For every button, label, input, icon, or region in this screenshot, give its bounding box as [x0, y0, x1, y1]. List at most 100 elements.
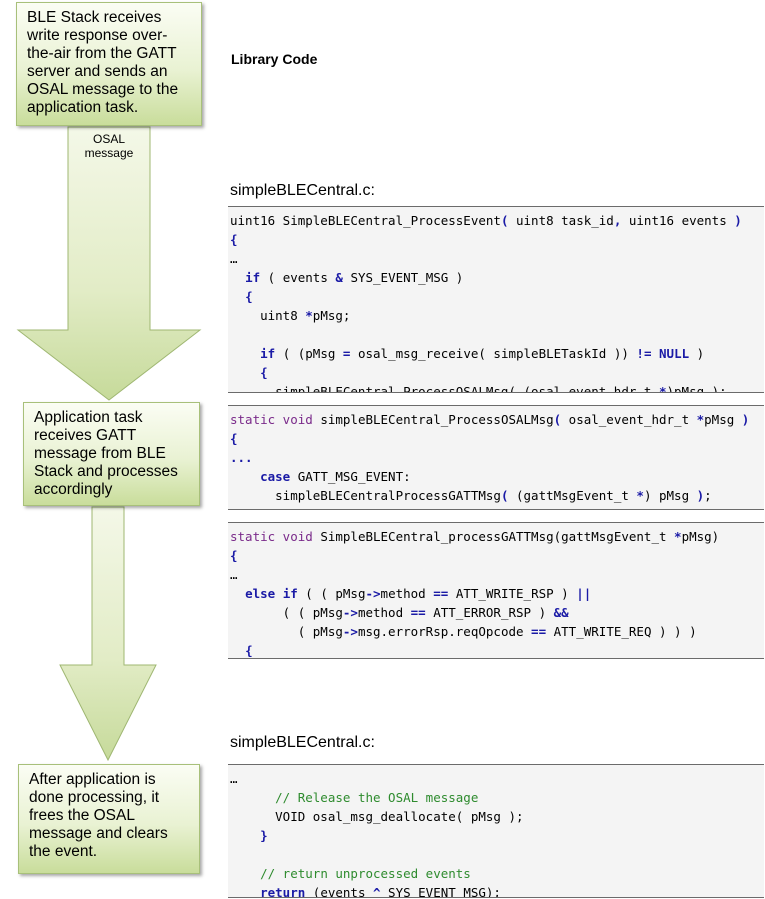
box-line: After application is [29, 771, 156, 788]
code-line: return (events ^ SYS_EVENT_MSG); [230, 883, 764, 898]
code-token: VOID osal_msg_deallocate( pMsg ); [230, 809, 524, 824]
code-line: // return unprocessed events [230, 864, 764, 883]
code-line: uint8 *pMsg; [230, 306, 764, 325]
code-token: * [636, 488, 644, 503]
code-token: static void [230, 529, 313, 544]
code-token [230, 885, 260, 897]
code-token: else if [245, 586, 298, 601]
code-token: osal_event_hdr_t [561, 412, 697, 427]
code-token: { [230, 548, 238, 563]
code-token [230, 586, 245, 601]
code-line: { [230, 230, 764, 249]
box-line: receives GATT [34, 427, 137, 444]
code-token: (gattMsgEvent_t [508, 488, 637, 503]
code-token: msg.errorRsp.reqOpcode [357, 624, 532, 639]
code-token: ( ( pMsg [297, 586, 366, 601]
library-code-heading: Library Code [231, 51, 318, 67]
code-token: ( [500, 213, 509, 228]
code-token: ) [741, 412, 750, 427]
box-line: the event. [29, 843, 98, 860]
code-block-process-event: uint16 SimpleBLECentral_ProcessEvent( ui… [228, 206, 764, 393]
box-line: frees the OSAL [29, 807, 135, 824]
code-line: … [230, 249, 764, 268]
code-line: { [230, 641, 764, 658]
code-token: … [230, 771, 238, 786]
code-token: … [230, 507, 283, 509]
code-token: { [230, 232, 238, 247]
code-token: SYS_EVENT_MSG ) [342, 270, 464, 285]
code-line: } [230, 826, 764, 845]
code-token: -> [342, 624, 358, 639]
code-token [230, 289, 245, 304]
code-token: ( [500, 488, 509, 503]
arrow-1 [16, 126, 202, 401]
code-token: ( events [260, 270, 336, 285]
code-token: simpleBLECentralProcessGATTMsg [230, 488, 501, 503]
box-line: accordingly [34, 481, 113, 498]
box-line: server and sends an [27, 63, 168, 80]
code-token: method [380, 586, 434, 601]
code-token: * [305, 308, 313, 323]
code-block-deallocate: … // Release the OSAL message VOID osal_… [228, 764, 764, 898]
code-token: )pMsg ); [666, 384, 727, 393]
code-token: GATT_MSG_EVENT: [290, 469, 411, 484]
code-line: uint16 SimpleBLECentral_ProcessEvent( ui… [230, 211, 764, 230]
code-token: { [245, 289, 253, 304]
arrow-2 [59, 506, 157, 762]
code-token [230, 346, 260, 361]
code-token: == [433, 586, 449, 601]
code-token: pMsg; [312, 308, 351, 323]
code-token: * [658, 384, 667, 393]
code-line: { [230, 287, 764, 306]
code-token: if [245, 270, 261, 285]
code-token: * [674, 529, 682, 544]
code-line: ... [230, 448, 764, 467]
code-token: == [410, 605, 426, 620]
box-line: done processing, it [29, 789, 160, 806]
code-token: & [335, 270, 343, 285]
code-line: ( pMsg->msg.errorRsp.reqOpcode == ATT_WR… [230, 622, 764, 641]
code-token: } [260, 828, 268, 843]
code-token: uint8 [230, 308, 306, 323]
code-token: ) [734, 213, 742, 228]
code-line: … [230, 505, 764, 509]
code-token: osal_msg_receive( simpleBLETaskId )) [350, 346, 637, 361]
code-token: (events [305, 885, 373, 898]
code-line [230, 845, 764, 864]
code-line [230, 325, 764, 344]
code-token: SYS_EVENT_MSG); [380, 885, 501, 898]
arrow-label-line: message [84, 146, 134, 160]
ble-stack-box: BLE Stack receives write response over- … [16, 2, 202, 126]
code-line: { [230, 429, 764, 448]
code-token: pMsg) [681, 529, 720, 544]
code-token: * [696, 412, 705, 427]
code-token: // return unprocessed events [260, 866, 471, 881]
code-token: SimpleBLECentral_processGATTMsg(gattMsgE… [312, 529, 675, 544]
code-line: VOID osal_msg_deallocate( pMsg ); [230, 807, 764, 826]
code-token: simpleBLECentral_ProcessOSALMsg( (osal_e… [230, 384, 659, 393]
box-line: Stack and processes [34, 463, 178, 480]
code-token: && [553, 605, 569, 620]
file-label-second: simpleBLECentral.c: [230, 734, 375, 751]
code-token: != [636, 346, 652, 361]
code-block-process-gatt: static void SimpleBLECentral_processGATT… [228, 522, 764, 659]
box-line: BLE Stack receives [27, 9, 162, 26]
box-line: OSAL message to the [27, 81, 179, 98]
code-token [230, 828, 260, 843]
code-token: … [230, 567, 238, 582]
code-token [230, 643, 245, 658]
code-line: ( ( pMsg->method == ATT_ERROR_RSP ) && [230, 603, 764, 622]
box-line: message and clears [29, 825, 168, 842]
code-token: = [342, 346, 351, 361]
code-token: -> [342, 605, 358, 620]
code-token: ) pMsg [643, 488, 697, 503]
box-line: message from BLE [34, 445, 166, 462]
code-token: , [613, 213, 622, 228]
code-token: ATT_ERROR_RSP ) [425, 605, 554, 620]
after-processing-box: After application is done processing, it… [18, 764, 200, 874]
code-token: ( ( pMsg [230, 605, 343, 620]
code-token: uint16 events [621, 213, 735, 228]
code-line: if ( (pMsg = osal_msg_receive( simpleBLE… [230, 344, 764, 363]
code-token [651, 346, 659, 361]
code-token: static void [230, 412, 313, 427]
